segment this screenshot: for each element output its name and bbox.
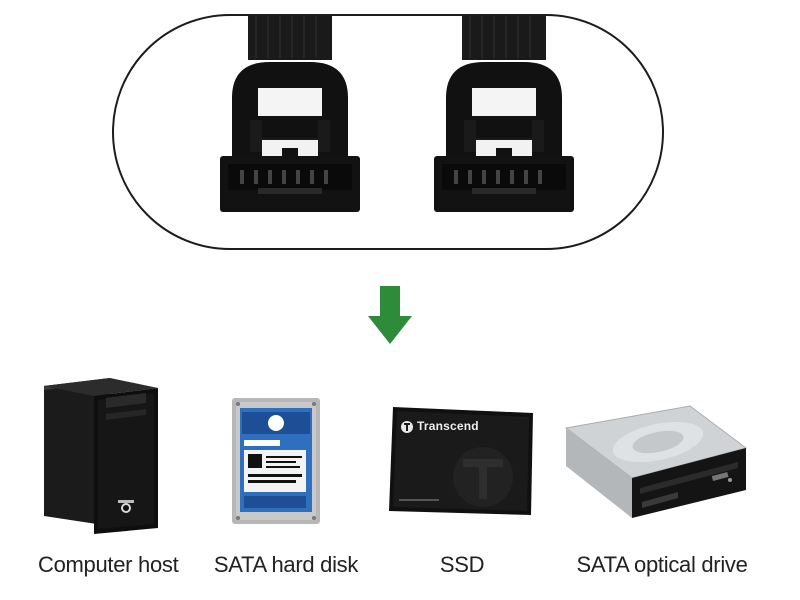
ssd-brand-label: Transcend — [417, 419, 479, 433]
device-label-sata-hard-disk: SATA hard disk — [213, 552, 359, 577]
sata-latch-connector-icon — [220, 16, 360, 212]
ssd-icon: Transcend — [387, 403, 537, 519]
arrow-down-icon — [368, 286, 412, 344]
hard-disk-icon — [232, 398, 320, 524]
device-label-ssd: SSD — [439, 552, 485, 577]
device-label-sata-optical-drive: SATA optical drive — [576, 552, 748, 577]
desktop-tower-icon — [44, 378, 158, 534]
connector-closeup-frame — [112, 14, 664, 250]
ssd-body-icon — [389, 407, 533, 515]
optical-drive-icon — [564, 405, 748, 518]
device-label-computer-host: Computer host — [38, 552, 179, 577]
sata-latch-connector-icon — [434, 16, 574, 212]
